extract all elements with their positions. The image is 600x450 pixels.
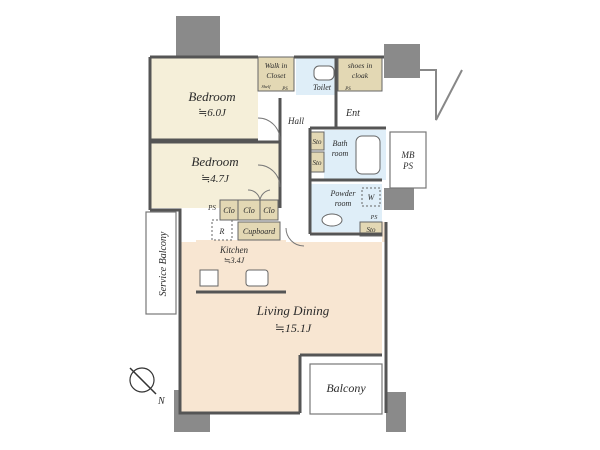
compass-needle [129,367,157,395]
sto-a-label: Sto [313,138,322,146]
shelf-label: Shelf [262,84,272,89]
washer-label: W [368,193,376,202]
fridge-label: R [219,227,225,236]
bedroom2-floor [150,142,280,208]
bedroom1-size: ≒6.0J [198,107,227,119]
pillar-top-left [176,16,220,56]
balcony-label: Balcony [326,381,366,395]
shoes-label-1: shoes in [348,61,373,70]
shoes-cloak [337,56,383,92]
sto-c-label: Sto [367,226,376,234]
cupboard-box [237,221,281,241]
fridge-space [211,219,233,241]
pillar-mid-right [384,188,414,210]
walkin-label-1: Walk in [265,61,288,70]
bedroom2-size: ≒4.7J [201,173,230,185]
hall-label: Hall [287,116,305,126]
walkin-label-2: Closet [266,71,286,80]
ps-d-label: PS [344,87,351,92]
kitchen-size: ≒3.4J [224,256,245,265]
bedroom1-label: Bedroom [188,89,235,104]
mbps-box [389,131,427,189]
service-balcony [145,211,177,315]
compass-north: N [157,396,166,407]
toilet-bowl [313,65,335,81]
clo-b-label: Clo [243,206,255,215]
doors [247,117,305,247]
sto-b-label: Sto [313,159,322,167]
walls [148,55,388,415]
ps-b-label: PS [370,215,378,221]
powder-label-1: Powder [330,189,357,198]
fixtures [199,65,381,287]
living-label: Living Dining [256,303,330,318]
mbps-label-2: PS [402,161,413,171]
walkin-closet [257,56,295,92]
ps-a-label: PS [207,204,216,212]
toilet-label: Toilet [313,83,332,92]
washbasin [321,213,343,227]
pillar-bottom-right [386,392,406,432]
kitchen-label: Kitchen [219,245,248,255]
bedroom1-floor [150,57,258,140]
shoes-label-2: cloak [352,71,369,80]
stove [199,269,219,287]
cupboard-label: Cupboard [243,227,276,236]
hall-floor [282,98,310,228]
pillar-top-right [384,44,420,78]
sink [245,269,269,287]
clo-c-label: Clo [263,206,275,215]
bedroom2-label: Bedroom [191,154,238,169]
ps-c-label: PS [281,87,288,92]
washer-space [361,187,381,207]
bath-label-1: Bath [332,139,347,148]
powder-label-2: room [335,199,352,208]
balcony-railing [420,69,463,121]
living-size: ≒15.1J [275,321,312,335]
service-balcony-label: Service Balcony [158,231,169,296]
clo-c-box [259,199,279,221]
ent-label: Ent [345,108,360,119]
bathtub [355,135,381,175]
balcony [309,363,383,415]
compass: N [129,367,166,407]
clo-a-label: Clo [223,206,235,215]
mbps-label-1: MB [401,150,415,160]
bath-label-2: room [332,149,349,158]
